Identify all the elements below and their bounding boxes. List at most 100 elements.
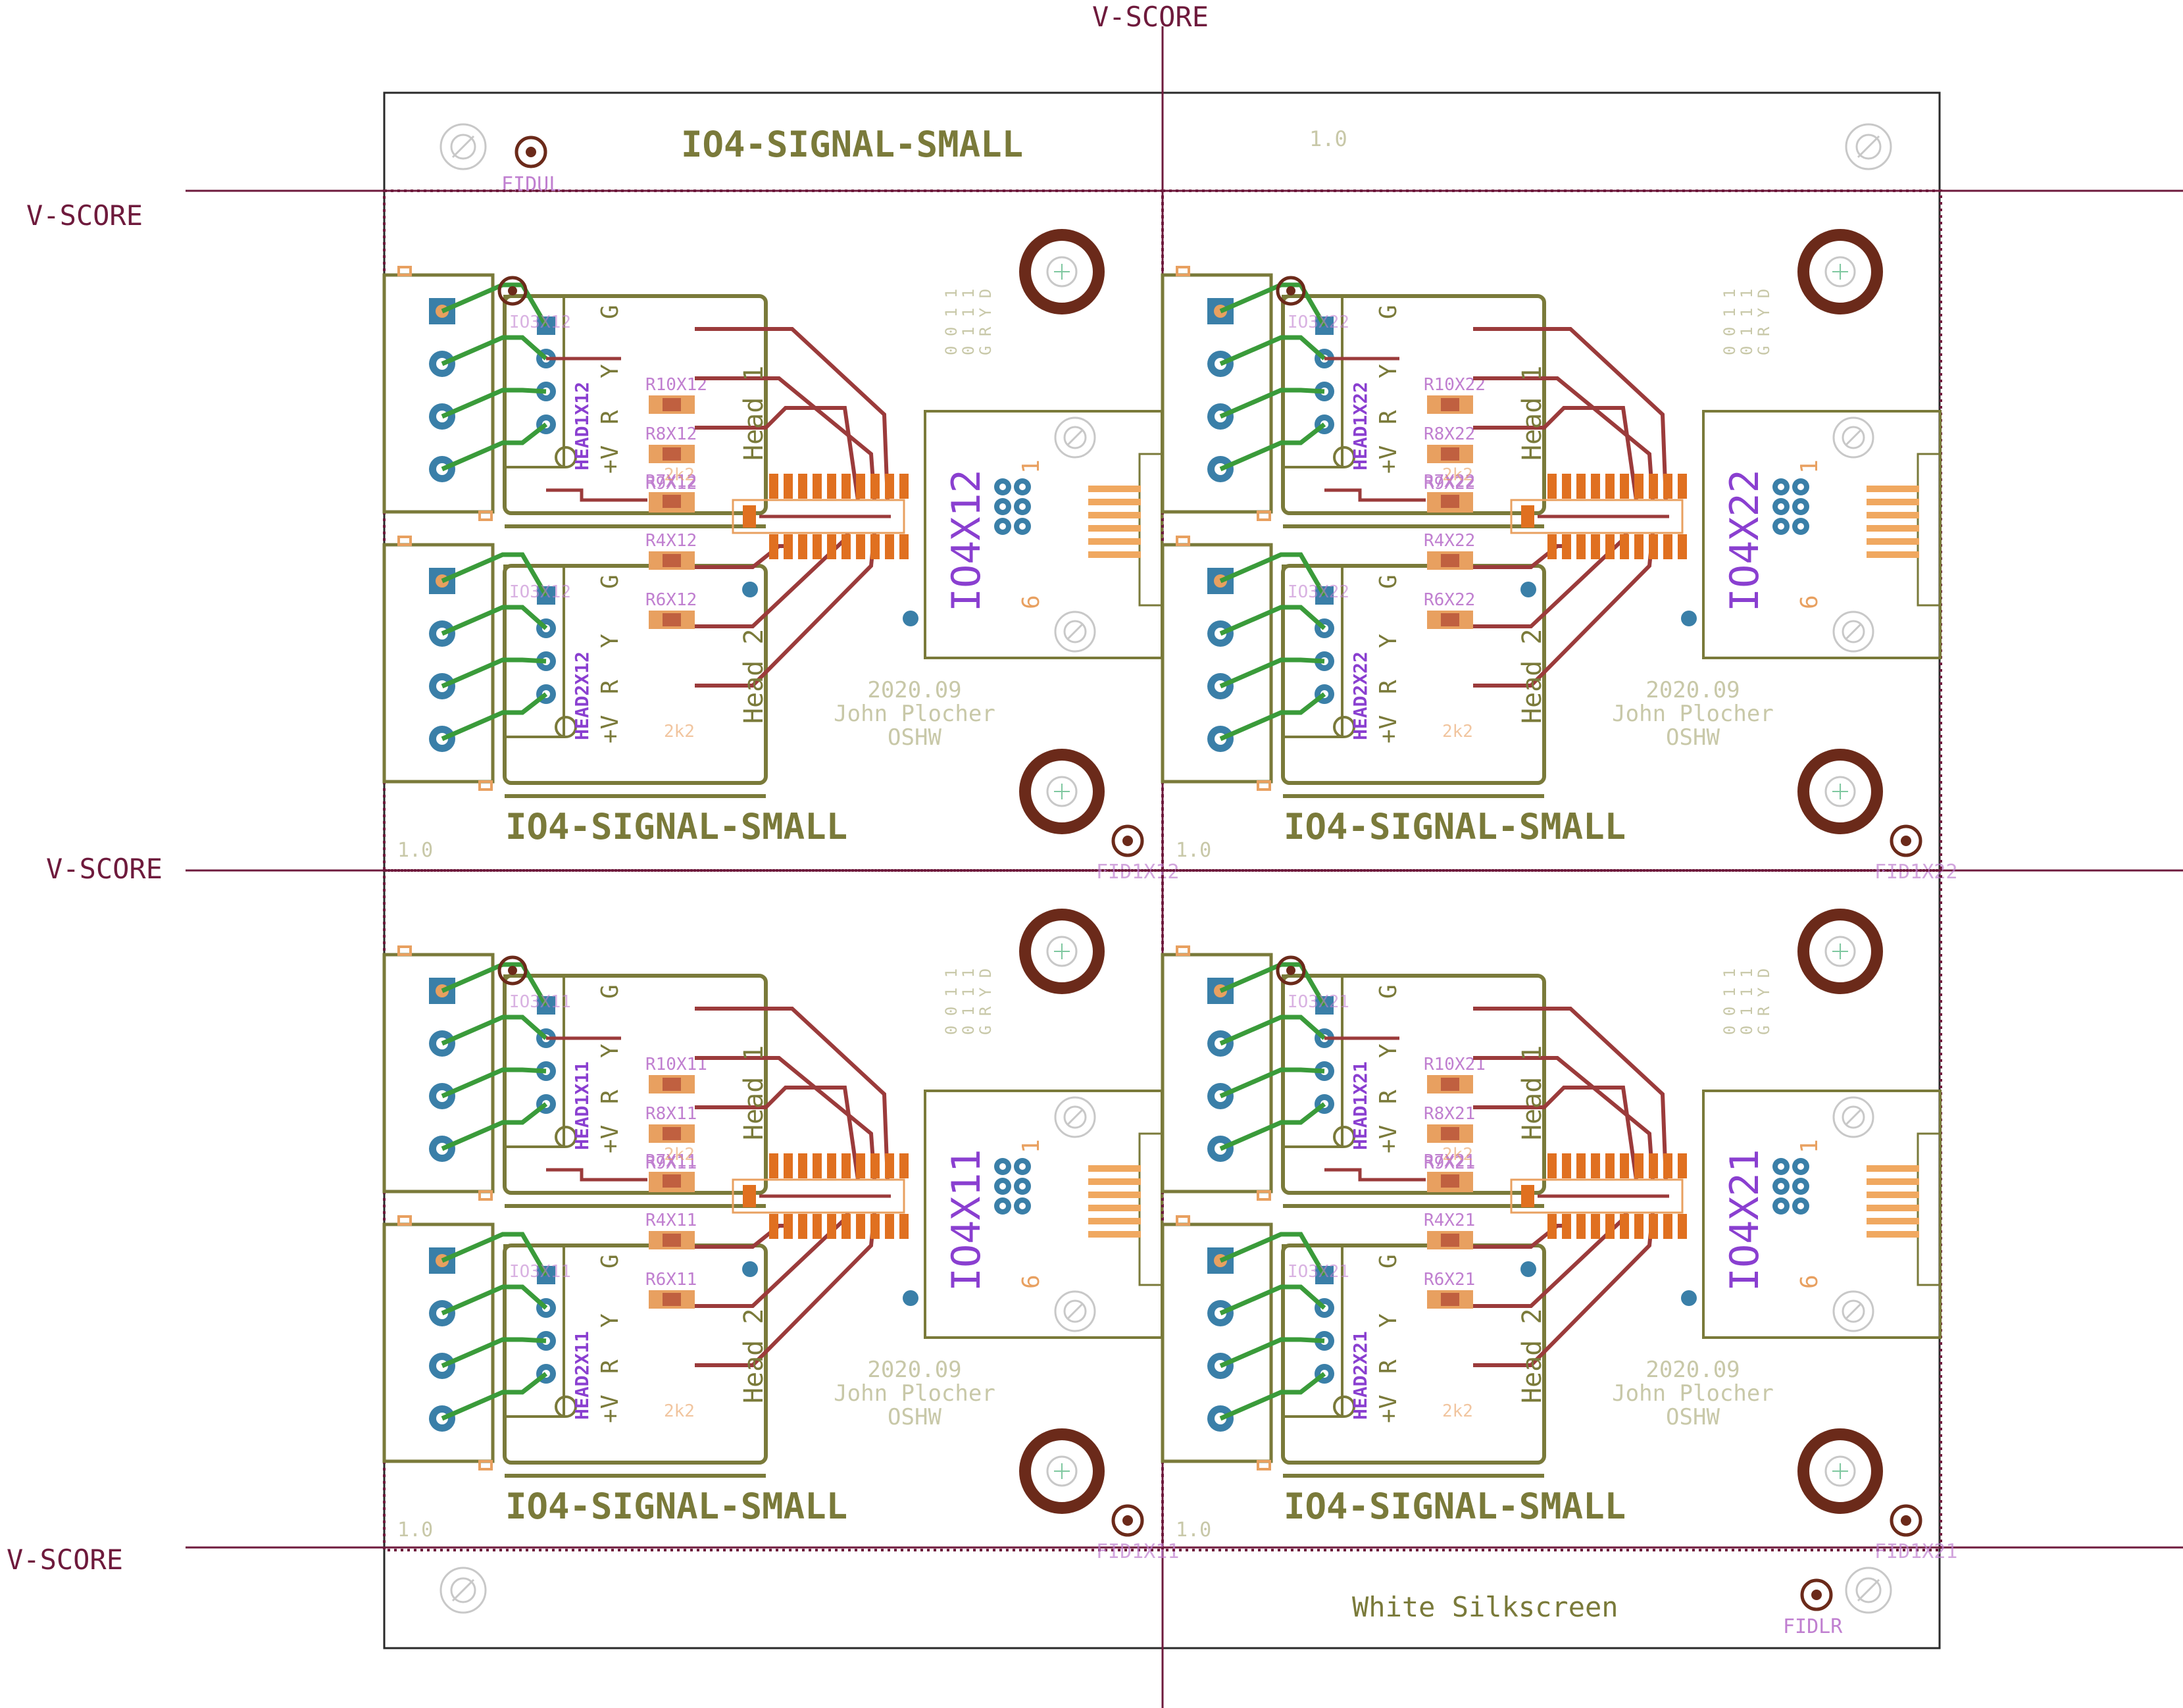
- pin-letter-3: +V: [597, 1125, 624, 1153]
- trace-green: [441, 388, 547, 419]
- truth-row-0: 0 0 1 1: [942, 289, 961, 355]
- pin-letter-2: R: [597, 1090, 624, 1104]
- trace-green: [1219, 605, 1326, 636]
- pin-letter-0: G: [1375, 305, 1402, 319]
- resistor-ref: R4X21: [1424, 1211, 1475, 1230]
- trace-green: [441, 552, 549, 597]
- board-version: 1.0: [1176, 1519, 1211, 1542]
- resistor-bottom-2: R6X12: [645, 590, 697, 629]
- head1-silk: Head 1: [739, 1045, 769, 1141]
- board-label: IO4-SIGNAL-SMALL: [505, 1486, 847, 1527]
- resistor-value-top: 2k2: [1442, 465, 1473, 485]
- truth-row-0: 0 0 1 1: [1720, 289, 1739, 355]
- trace-red: [695, 1086, 860, 1180]
- trace-green: [1219, 1372, 1326, 1421]
- mount-hole-top-left: [439, 123, 487, 170]
- pin-letter-1: Y: [597, 1313, 624, 1328]
- trace-red: [695, 406, 860, 501]
- board-x21: GYR+VHEAD1X21IO3X21GYR+VHEAD2X21IO3X21R1…: [1161, 869, 1957, 1563]
- fiducial-board-bottom: [1111, 824, 1144, 857]
- credit-date: 2020.09: [1645, 677, 1740, 703]
- trace-green: [441, 1337, 547, 1369]
- board-boundary: [383, 189, 1164, 872]
- trace-red: [1473, 327, 1668, 501]
- mount-hole-large: [1019, 1428, 1105, 1514]
- resistor-ref: R9X11: [645, 1153, 697, 1173]
- resistor-ref: R7X21: [1424, 1151, 1475, 1171]
- trace-green: [441, 1284, 548, 1316]
- resistor-bottom-2: R6X22: [1424, 590, 1475, 629]
- trace-green: [1219, 692, 1326, 741]
- head1-silk: Head 1: [1517, 1045, 1547, 1141]
- truth-row-1: 0 1 1 1: [1738, 289, 1756, 355]
- truth-row-2: G R Y D: [1755, 968, 1773, 1035]
- resistor-bottom-1: R4X22: [1424, 531, 1475, 570]
- pin-letter-1: Y: [597, 634, 624, 648]
- resistor-top-1: R8X22: [1424, 424, 1475, 463]
- trace-green: [1219, 1067, 1325, 1099]
- resistor-ref: R8X11: [645, 1104, 697, 1124]
- board-x22: GYR+VHEAD1X22IO3X22GYR+VHEAD2X22IO3X22R1…: [1161, 189, 1957, 884]
- trace-green: [1219, 1232, 1327, 1276]
- pin6-label: 6: [1796, 1274, 1823, 1289]
- trace-green: [1219, 552, 1327, 597]
- pin-letter-0: G: [1375, 574, 1402, 589]
- head1-silk: Head 1: [1517, 366, 1547, 461]
- trace-green: [441, 1015, 548, 1046]
- ic-chip: [732, 474, 918, 626]
- resistor-ref: R9X21: [1424, 1153, 1475, 1173]
- head2-silk: Head 2: [739, 1309, 769, 1404]
- pin-letter-3: +V: [1375, 445, 1402, 474]
- board-version: 1.0: [1176, 839, 1211, 862]
- truth-row-1: 0 1 1 1: [959, 968, 978, 1035]
- io4-module-name: IO4X12: [943, 469, 990, 612]
- connector-ref: IO3X12: [509, 313, 571, 332]
- connector-ref: IO3X12: [509, 582, 571, 602]
- trace-green: [1219, 335, 1326, 366]
- pin-letter-0: G: [597, 984, 624, 999]
- vscore-label-upper: V-SCORE: [26, 199, 143, 232]
- vscore-label-middle: V-SCORE: [46, 853, 163, 885]
- trace-green: [1219, 1284, 1326, 1316]
- board-x11: GYR+VHEAD1X11IO3X11GYR+VHEAD2X11IO3X11R1…: [382, 869, 1179, 1563]
- pin-letter-1: Y: [1375, 364, 1402, 378]
- connector-ref: IO3X21: [1288, 1262, 1349, 1282]
- trace-green: [1219, 1337, 1325, 1369]
- resistor-top-1: R8X12: [645, 424, 697, 463]
- vscore-label-top: V-SCORE: [1092, 1, 1209, 33]
- resistor-ref: R7X11: [645, 1151, 697, 1171]
- truth-row-0: 0 0 1 1: [1720, 968, 1739, 1035]
- resistor-top-1: R8X21: [1424, 1104, 1475, 1143]
- pin-letter-2: R: [1375, 1090, 1402, 1104]
- pin-letter-0: G: [597, 574, 624, 589]
- credit-date: 2020.09: [867, 1357, 961, 1383]
- resistor-ref: R6X21: [1424, 1270, 1475, 1290]
- credit-date: 2020.09: [867, 677, 961, 703]
- io4-module-name: IO4X21: [1722, 1149, 1768, 1292]
- resistor-ref: R9X12: [645, 474, 697, 493]
- truth-row-1: 0 1 1 1: [959, 289, 978, 355]
- resistor-ref: R4X22: [1424, 531, 1475, 551]
- board-fid-label: FID1X11: [1096, 1540, 1179, 1563]
- resistor-value-bottom: 2k2: [1442, 1401, 1473, 1421]
- pin-letter-0: G: [597, 305, 624, 319]
- resistor-ref: R4X12: [645, 531, 697, 551]
- resistor-value-bottom: 2k2: [1442, 722, 1473, 741]
- bottom-silkscreen-note: White Silkscreen: [1352, 1591, 1618, 1623]
- fiducial-board: [1276, 955, 1306, 986]
- connector-ref: IO3X11: [509, 1262, 571, 1282]
- trace-green: [1219, 1102, 1326, 1151]
- pin-letter-3: +V: [1375, 1125, 1402, 1153]
- board-boundary: [383, 869, 1164, 1551]
- board-fid-label: FID1X21: [1874, 1540, 1957, 1563]
- board-fid-label: FID1X22: [1874, 861, 1957, 884]
- pin-letter-2: R: [1375, 680, 1402, 694]
- module-hole: [1054, 416, 1096, 459]
- resistor-ref: R8X12: [645, 424, 697, 444]
- resistor-ref: R7X22: [1424, 472, 1475, 491]
